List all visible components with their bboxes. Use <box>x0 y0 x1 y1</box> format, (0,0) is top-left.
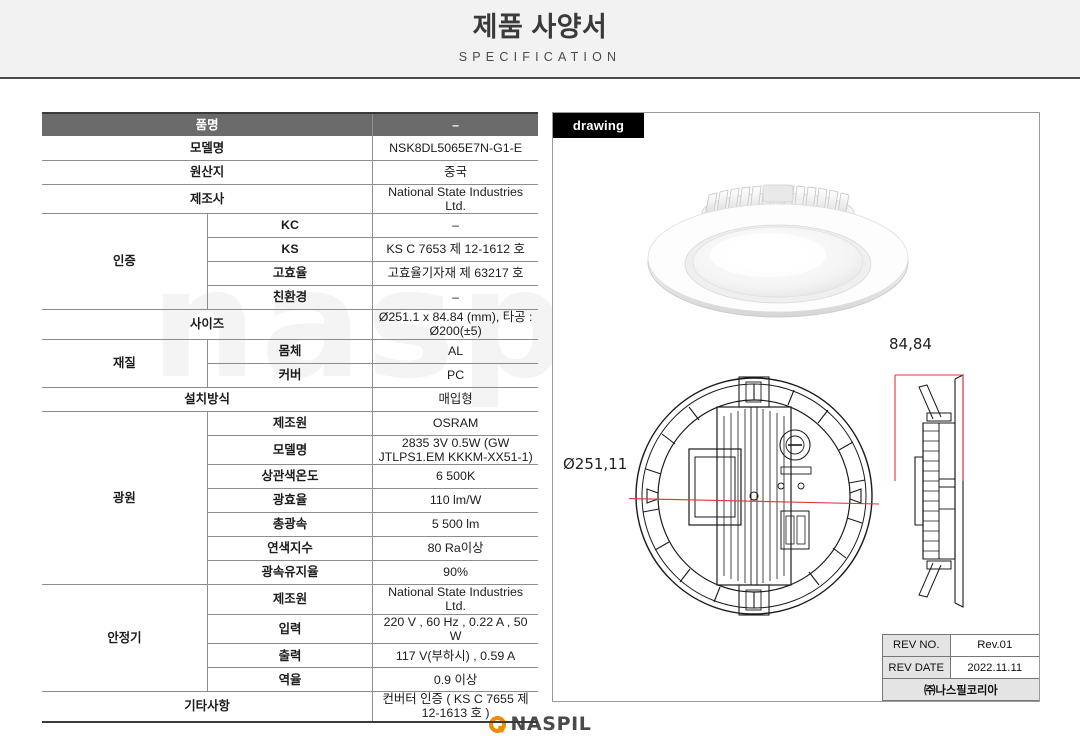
revision-table: REV NO. Rev.01 REV DATE 2022.11.11 ㈜나스필코… <box>883 634 1039 701</box>
spec-value: NSK8DL5065E7N-G1-E <box>372 136 538 161</box>
header-label: 품명 <box>42 113 374 136</box>
table-row: 친환경– <box>42 285 538 311</box>
spec-label: 모델명 <box>42 136 374 161</box>
spec-value: KS C 7653 제 12-1612 호 <box>372 237 538 263</box>
spec-sublabel: 제조원 <box>207 411 374 436</box>
rev-date-value: 2022.11.11 <box>950 656 1039 679</box>
spec-sublabel: 광효율 <box>207 488 374 514</box>
spec-value: National State Industries Ltd. <box>372 584 538 615</box>
diameter-dimension-label: Ø251,11 <box>563 455 628 473</box>
spec-sublabel: 역율 <box>207 667 374 693</box>
spec-sublabel: 친환경 <box>207 285 374 311</box>
spec-label: 사이즈 <box>42 309 374 340</box>
table-row: REV NO. Rev.01 <box>883 634 1039 657</box>
spec-value: 컨버터 인증 ( KS C 7655 제 12-1613 호 ) <box>372 691 538 723</box>
drawing-tab-label: drawing <box>553 113 644 138</box>
technical-drawing-top-view <box>629 376 879 616</box>
spec-value: 6 500K <box>372 464 538 490</box>
spec-value: Ø251.1 x 84.84 (mm), 타공 : Ø200(±5) <box>372 309 538 340</box>
page-title: 제품 사양서 <box>472 12 608 43</box>
spec-label: 원산지 <box>42 160 374 185</box>
spec-value: 90% <box>372 560 538 586</box>
spec-sublabel: 출력 <box>207 643 374 669</box>
spec-value: PC <box>372 363 538 388</box>
spec-value: 220 V , 60 Hz , 0.22 A , 50 W <box>372 614 538 645</box>
spec-group-label: 인증 <box>42 213 208 311</box>
spec-label: 제조사 <box>42 184 374 215</box>
page-subtitle: SPECIFICATION <box>458 49 622 64</box>
spec-sublabel: KC <box>207 213 374 239</box>
spec-value: 0.9 이상 <box>372 667 538 693</box>
spec-value: 80 Ra이상 <box>372 536 538 562</box>
company-name: ㈜나스필코리아 <box>883 678 1039 701</box>
spec-value: 117 V(부하시) , 0.59 A <box>372 643 538 669</box>
product-photo <box>647 184 909 318</box>
spec-sublabel: 몸체 <box>207 339 374 364</box>
spec-sublabel: 모델명 <box>207 435 374 466</box>
drawing-panel: drawing <box>552 112 1040 702</box>
spec-value: National State Industries Ltd. <box>372 184 538 215</box>
table-row: REV DATE 2022.11.11 <box>883 656 1039 679</box>
table-row: ㈜나스필코리아 <box>883 678 1039 701</box>
spec-value: OSRAM <box>372 411 538 436</box>
spec-sublabel: 입력 <box>207 614 374 645</box>
spec-sublabel: 고효율 <box>207 261 374 287</box>
spec-sublabel: 총광속 <box>207 512 374 538</box>
technical-drawing-side-view <box>894 374 964 608</box>
spec-value: 2835 3V 0.5W (GW JTLPS1.EM KKKM-XX51-1) <box>372 435 538 466</box>
spec-label: 설치방식 <box>42 387 374 412</box>
header-value: – <box>372 113 538 136</box>
spec-sublabel: 연색지수 <box>207 536 374 562</box>
page-banner: 제품 사양서 SPECIFICATION <box>0 0 1080 79</box>
spec-group-label: 안정기 <box>42 584 208 693</box>
rev-date-label: REV DATE <box>883 656 951 679</box>
spec-value: 고효율기자재 제 63217 호 <box>372 261 538 287</box>
rev-no-label: REV NO. <box>883 634 951 657</box>
spec-value: AL <box>372 339 538 364</box>
spec-sublabel: 커버 <box>207 363 374 388</box>
spec-value: – <box>372 285 538 311</box>
spec-value: 중국 <box>372 160 538 185</box>
revision-block: REV NO. Rev.01 REV DATE 2022.11.11 ㈜나스필코… <box>882 633 1039 701</box>
spec-value: 매입형 <box>372 387 538 412</box>
spec-group-label: 광원 <box>42 411 208 586</box>
spec-label: 기타사항 <box>42 691 374 723</box>
spec-sublabel: 상관색온도 <box>207 464 374 490</box>
spec-value: 110 lm/W <box>372 488 538 514</box>
spec-sublabel: 광속유지율 <box>207 560 374 586</box>
table-header-row: 품명– <box>42 113 538 136</box>
spec-value: – <box>372 213 538 239</box>
spec-group-label: 재질 <box>42 339 208 388</box>
spec-sublabel: KS <box>207 237 374 263</box>
rev-no-value: Rev.01 <box>950 634 1039 657</box>
spec-sublabel: 제조원 <box>207 584 374 615</box>
height-dimension-label: 84,84 <box>889 335 932 353</box>
spec-value: 5 500 lm <box>372 512 538 538</box>
